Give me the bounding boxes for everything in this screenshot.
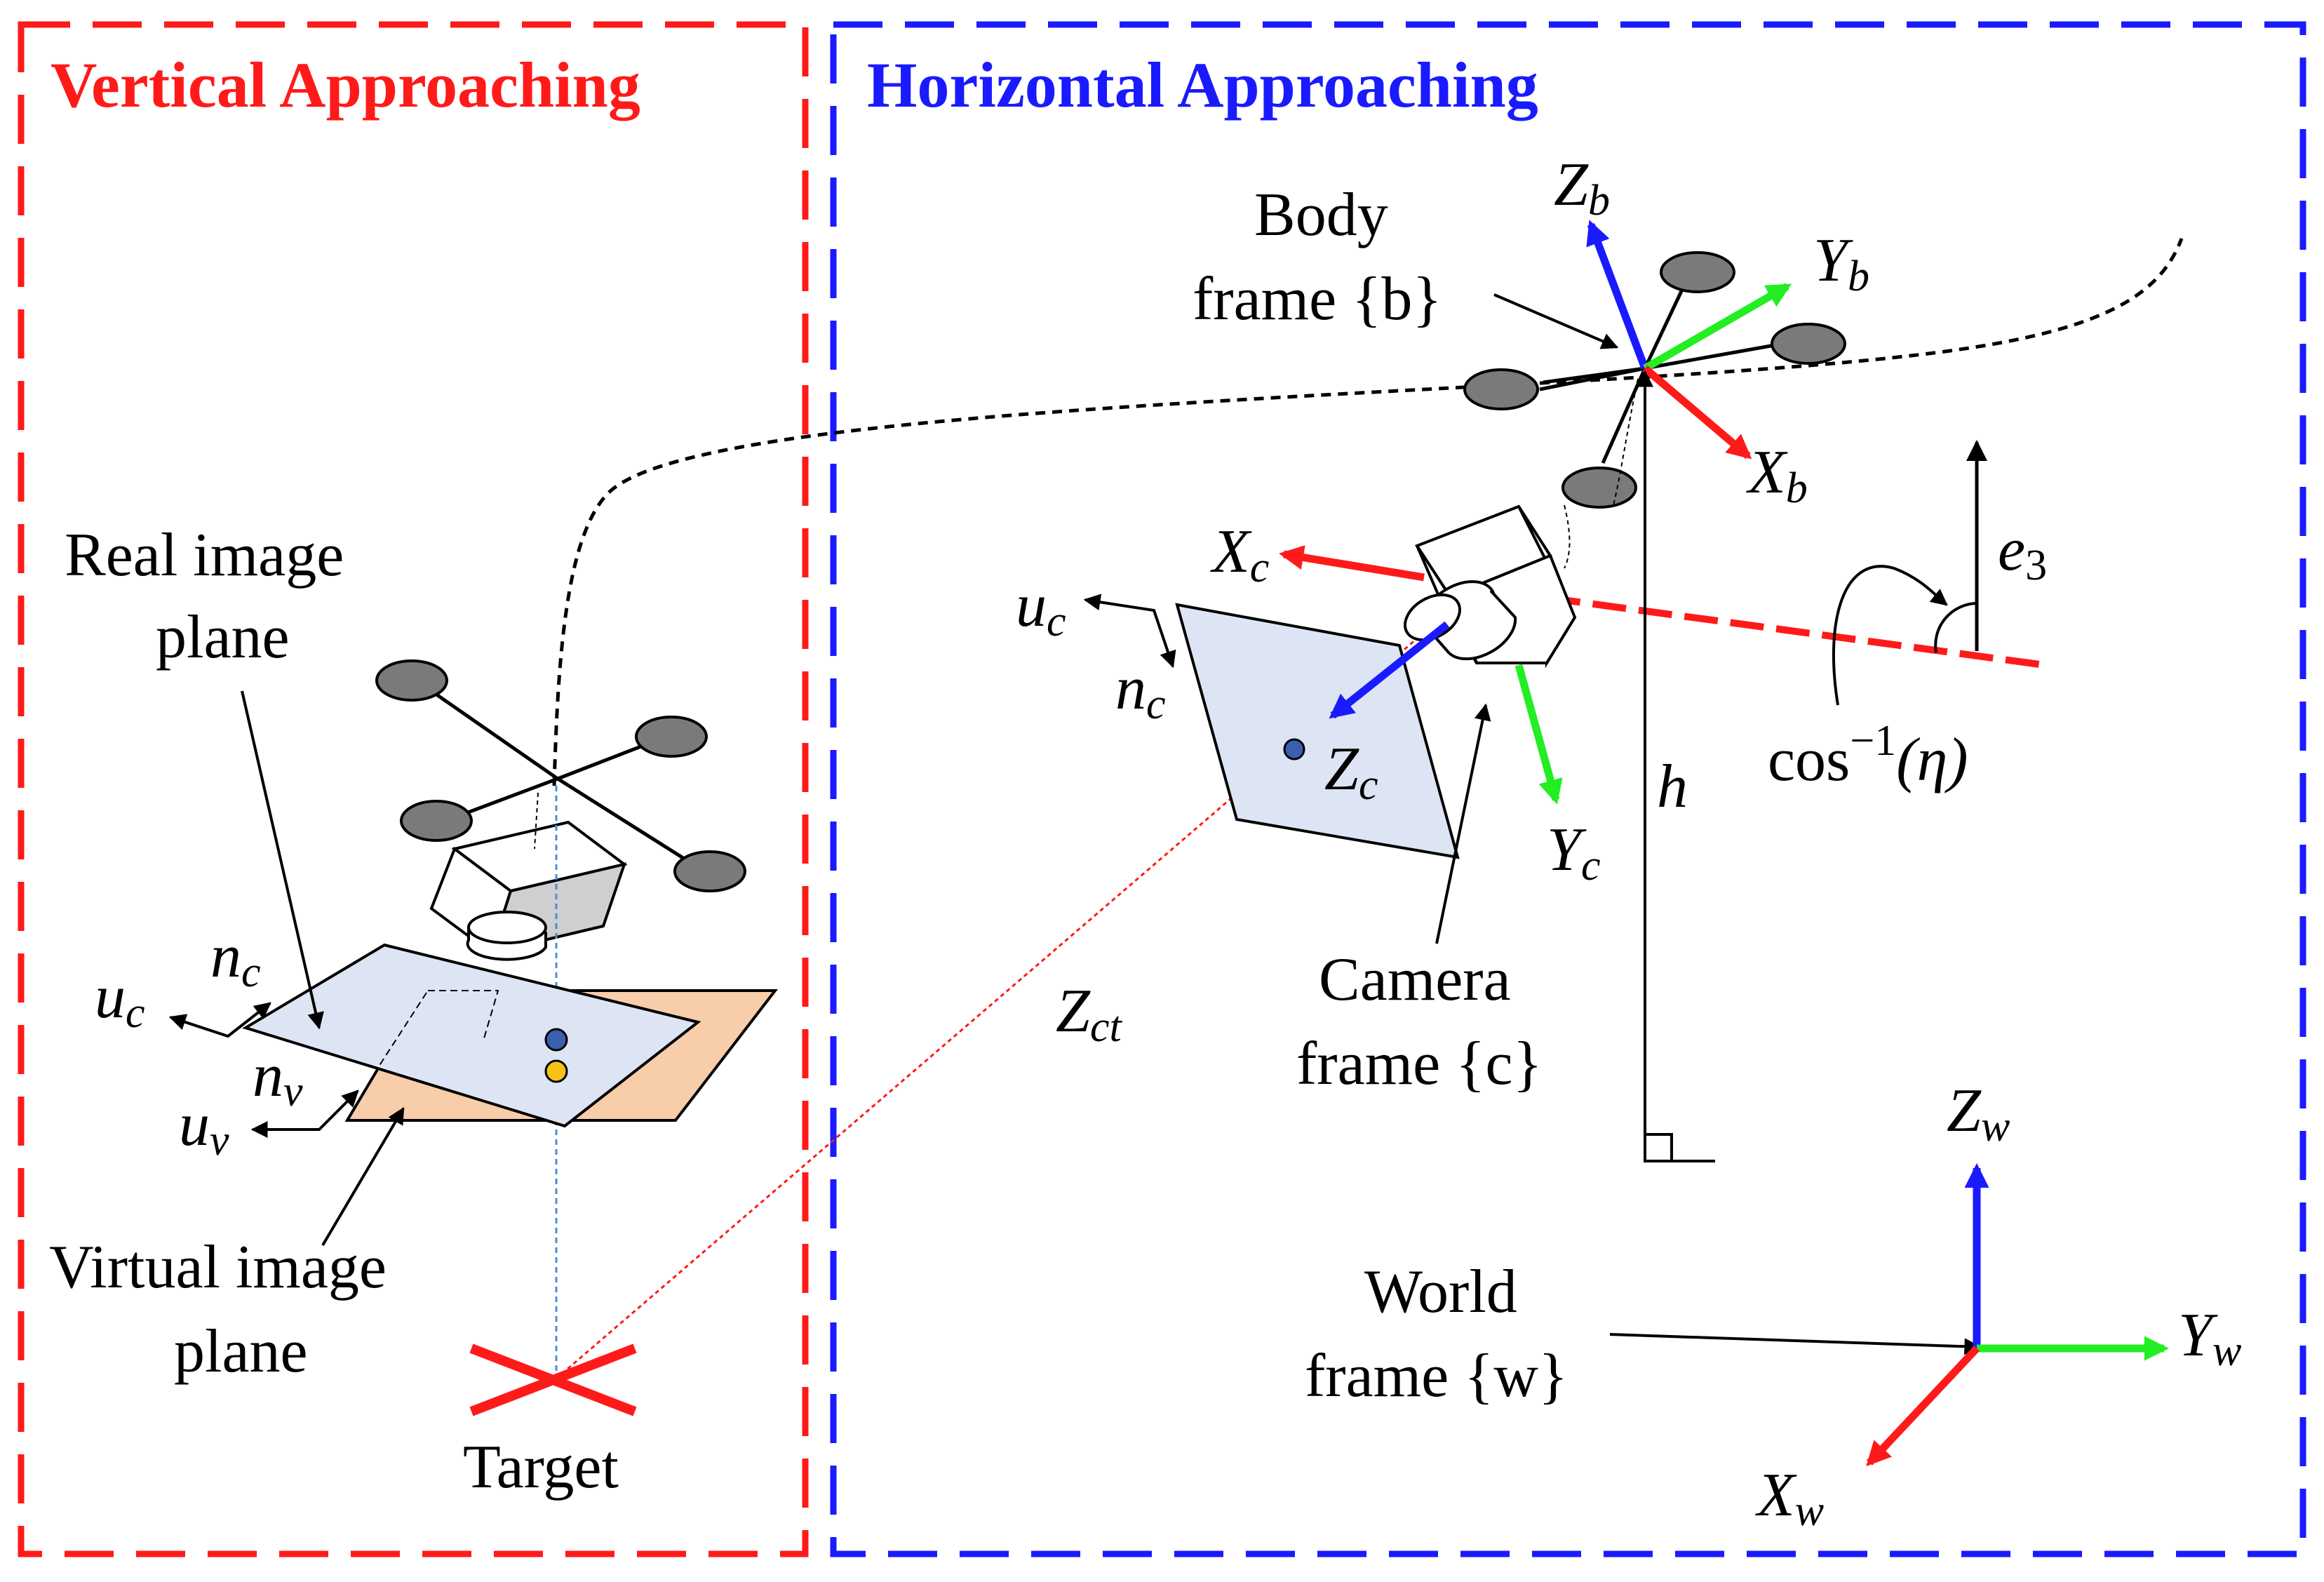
world-frame-label: frame {w} [1305, 1342, 1568, 1410]
rotor-icon [1771, 323, 1846, 365]
body-z-axis [1586, 220, 1649, 370]
horizontal-section-frame [830, 21, 2306, 1557]
vertical-section-frame [18, 21, 809, 1557]
camera-frame-label: Camera [1319, 946, 1511, 1014]
right-angle-marker [1644, 1133, 1673, 1162]
uv-nv-axes-vertical [250, 1090, 359, 1138]
world-x-axis [1866, 1346, 1980, 1467]
world-y-label: Yw [2178, 1301, 2241, 1375]
camera-x-label: Xc [1210, 518, 1269, 591]
projected-point-blue [544, 1028, 568, 1052]
uv-label-vertical: uv [179, 1091, 229, 1165]
body-y-label: Yb [1813, 227, 1869, 300]
camera-y-label: Yc [1547, 816, 1600, 890]
world-frame-pointer [1609, 1333, 1982, 1355]
rotor-icon [1463, 368, 1539, 410]
camera-frame-pointer [1435, 703, 1491, 944]
target-icon [469, 1343, 637, 1416]
projected-point-yellow [544, 1059, 568, 1083]
real-image-plane-label: Real image [65, 521, 344, 589]
world-z-label: Zw [1947, 1077, 2010, 1151]
zct-label: Zct [1056, 977, 1122, 1051]
body-x-label: Xb [1746, 438, 1808, 512]
angle-label: cos−1(η) [1768, 717, 1968, 794]
rotor-icon [635, 716, 708, 758]
body-y-axis [1643, 283, 1792, 372]
principal-point [1283, 738, 1305, 760]
camera-image-plane [1175, 603, 1460, 859]
body-z-label: Zb [1554, 151, 1610, 224]
body-frame-label: Body [1254, 181, 1388, 249]
real-plane-pointer [241, 690, 324, 1030]
rotor-icon [400, 800, 473, 842]
real-image-plane [242, 943, 701, 1128]
vertical-drone [375, 659, 746, 961]
nv-label-vertical: nv [253, 1042, 303, 1115]
virtual-plane-pointer [321, 1106, 405, 1247]
camera-u-label: uc [1016, 572, 1066, 645]
body-frame-pointer [1493, 293, 1619, 349]
nc-label-vertical: nc [210, 923, 261, 996]
angle-arc [1934, 602, 1977, 653]
rotor-icon [1660, 251, 1735, 293]
angle-pointer [1832, 565, 1948, 706]
world-frame-label: World [1364, 1258, 1517, 1326]
real-image-plane-label: plane [156, 603, 290, 671]
body-x-axis [1642, 365, 1752, 460]
rotor-icon [673, 850, 746, 892]
body-drone [1463, 251, 1846, 569]
camera-heading-line [1546, 594, 2046, 669]
trajectory-path [552, 238, 2184, 786]
body-frame-label: frame {b} [1193, 265, 1442, 333]
uc-label-vertical: uc [95, 963, 145, 1037]
camera-x-axis [1279, 545, 1425, 582]
target-label: Target [463, 1433, 619, 1501]
camera-frame-label: frame {c} [1296, 1030, 1543, 1098]
horizontal-section-title: Horizontal Approaching [867, 49, 1538, 121]
virtual-image-plane-label: plane [174, 1318, 308, 1386]
vertical-section-title: Vertical Approaching [51, 49, 640, 121]
rotor-icon [375, 659, 448, 702]
camera-y-axis [1514, 664, 1563, 805]
e3-label: e3 [1998, 516, 2047, 589]
uc-nc-axes-horizontal [1083, 594, 1176, 669]
uc-nc-axes-vertical [168, 1002, 271, 1038]
height-label: h [1657, 753, 1688, 821]
world-x-label: Xw [1755, 1461, 1824, 1535]
camera-n-label: nc [1115, 655, 1166, 728]
rotor-icon [1561, 467, 1637, 509]
camera-z-label: Zc [1324, 735, 1378, 809]
camera-z-axis [1329, 621, 1450, 719]
virtual-image-plane-label: Virtual image [49, 1233, 387, 1301]
